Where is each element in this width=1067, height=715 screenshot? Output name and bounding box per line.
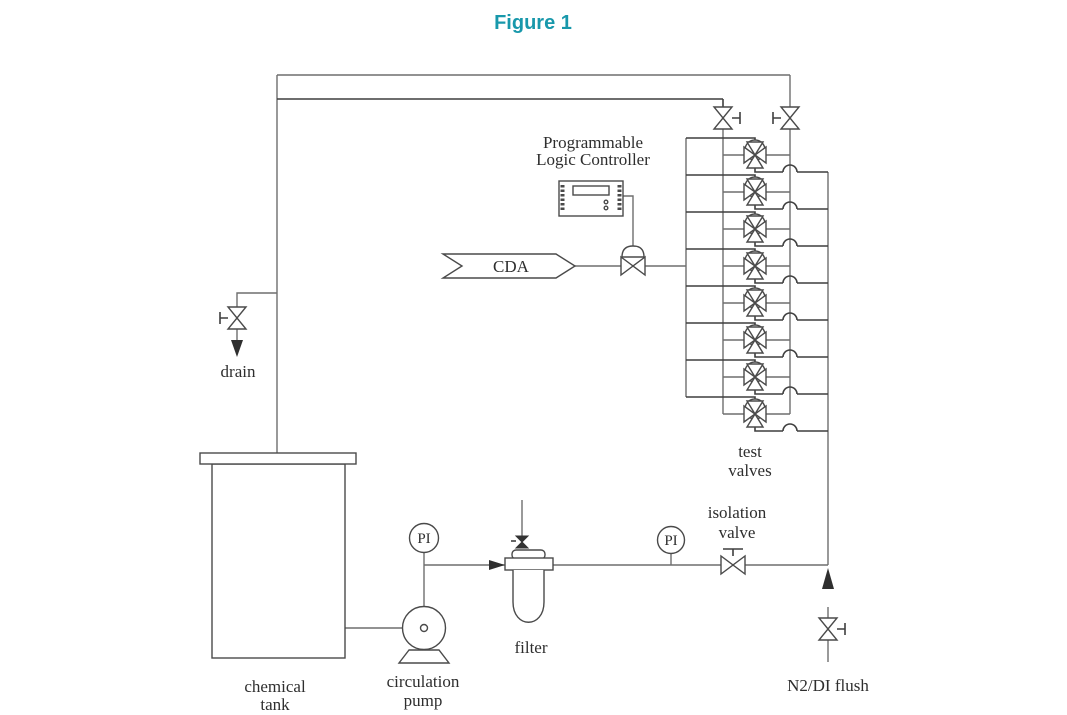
test-valve-2 [743,176,767,206]
isolation-valve-label-line1: isolation [708,503,767,522]
cda-control-valve [620,245,646,276]
test-valves-label-line1: test [738,442,762,461]
plc-display [572,185,610,196]
drain-label: drain [221,362,256,381]
flush-up-arrow [822,568,834,589]
n2-di-flush-label: N2/DI flush [787,676,869,695]
pipe-network [236,74,829,662]
chemical-tank-label-line1: chemical [244,677,306,696]
pressure-gauge-2: PI [656,525,686,555]
test-valves-label-line2: valves [728,461,771,480]
cda-label: CDA [493,257,530,276]
circulation-pump [397,605,451,664]
pressure-gauge-1-label: PI [417,531,430,547]
flow-direction-arrow [489,560,505,570]
n2-di-flush-valve [818,617,846,641]
cda-source-banner: CDA [440,253,577,279]
filter-vent-valve [511,535,530,549]
test-valve-5 [743,287,767,317]
circulation-pump-label-line2: pump [404,691,443,710]
test-valve-1 [743,139,767,169]
test-valve-8 [743,398,767,428]
manifold-top-valve-left [713,106,741,130]
filter-label: filter [514,638,547,657]
isolation-valve-label-line2: valve [719,523,756,542]
test-valve-4 [743,250,767,280]
chemical-tank-label-line2: tank [260,695,290,714]
pressure-gauge-2-label: PI [664,533,677,549]
circulation-pump-label-line1: circulation [387,672,460,691]
isolation-valve-symbol [720,548,746,575]
pressure-gauge-1: PI [408,522,440,554]
test-valve-6 [743,324,767,354]
plc-label-line2: Logic Controller [536,150,650,169]
plc-unit [558,180,624,217]
drain-arrow [231,340,243,357]
test-valve-3 [743,213,767,243]
figure-title: Figure 1 [494,12,572,34]
test-valve-7 [743,361,767,391]
plc-label-line1: Programmable [543,133,643,152]
drain-valve [219,306,247,330]
chemical-tank [199,452,357,659]
filter-housing [504,535,554,623]
manifold-top-valve-right [772,106,800,130]
